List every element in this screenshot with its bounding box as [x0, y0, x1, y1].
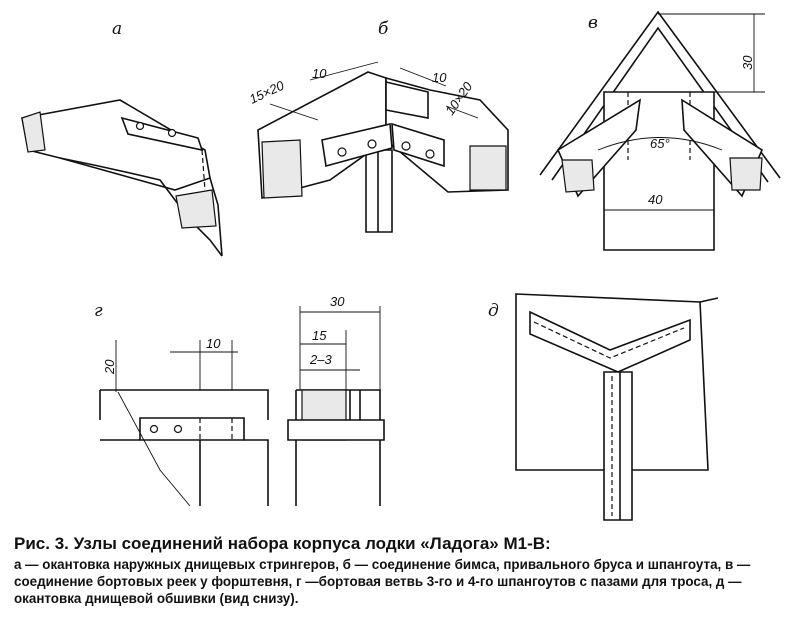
- label-g: г: [94, 301, 103, 321]
- panel-v: в 30 65° 40: [539, 10, 781, 251]
- dim-v-width: 40: [648, 192, 663, 207]
- dim-g-height: 20: [102, 359, 117, 375]
- panel-d: д: [488, 293, 719, 521]
- technical-drawing: а б 10 10 15×20 10×20: [21, 10, 781, 521]
- caption-title: Рис. 3. Узлы соединений набора корпуса л…: [14, 534, 551, 553]
- label-v: в: [588, 13, 598, 33]
- panel-g: г 20 10: [94, 301, 269, 507]
- panel-a: а: [21, 19, 223, 257]
- dim-b-top-left: 10: [312, 66, 327, 81]
- label-a: а: [112, 19, 122, 39]
- dim-b-top-right: 10: [432, 70, 447, 85]
- panel-g2: 30 15 2–3: [287, 294, 385, 506]
- dim-g2-slot: 2–3: [309, 352, 332, 367]
- caption-body: а — окантовка наружных днищевых стрингер…: [14, 557, 751, 606]
- label-b: б: [378, 19, 389, 39]
- figure-caption: Рис. 3. Узлы соединений набора корпуса л…: [14, 534, 786, 607]
- dim-g2-mid: 15: [312, 328, 327, 343]
- dim-b-left: 15×20: [247, 77, 287, 106]
- dim-v-angle: 65°: [650, 136, 670, 151]
- label-d: д: [488, 301, 499, 321]
- dim-g-width: 10: [206, 336, 221, 351]
- dim-v-height: 30: [740, 55, 755, 70]
- panel-b: б 10 10 15×20 10×20: [247, 19, 509, 233]
- dim-g2-total: 30: [330, 294, 345, 309]
